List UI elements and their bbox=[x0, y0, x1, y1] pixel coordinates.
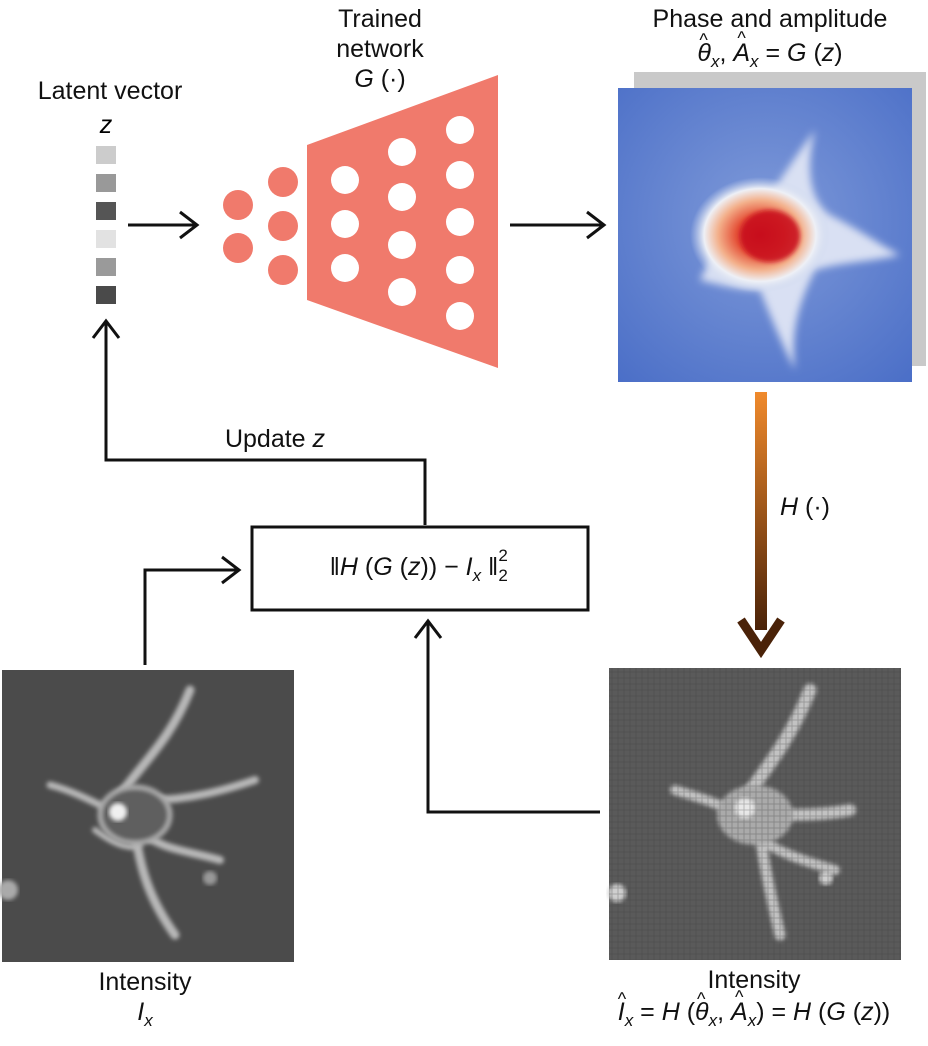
a-hat: A^ bbox=[733, 28, 751, 67]
network-neurons bbox=[331, 116, 474, 330]
forward-operator-name: H bbox=[780, 493, 799, 521]
measured-intensity-title: Intensity bbox=[98, 968, 192, 996]
arrow-estimated-to-loss bbox=[413, 618, 600, 814]
network-title-line2: network bbox=[336, 35, 424, 63]
phase-equation: θ^x, A^x = G (z) bbox=[697, 28, 843, 71]
input-node bbox=[268, 167, 298, 197]
loss-i: I bbox=[465, 553, 473, 581]
forward-operator-arg: (·) bbox=[798, 493, 830, 521]
estimated-intensity-image bbox=[608, 668, 901, 960]
phase-title: Phase and amplitude θ^x, A^x = G (z) bbox=[600, 4, 928, 77]
network-title-line1: Trained bbox=[338, 5, 422, 33]
forward-model-arrow bbox=[737, 392, 785, 659]
arrow-network-to-phase bbox=[510, 210, 607, 240]
network-trapezoid bbox=[307, 75, 498, 368]
latent-cell bbox=[96, 146, 116, 164]
measured-intensity-caption: Intensity Ix bbox=[40, 967, 250, 1036]
latent-cell bbox=[96, 202, 116, 220]
input-node bbox=[223, 190, 253, 220]
update-label: Update z bbox=[190, 424, 360, 454]
theta-sub: x bbox=[710, 52, 720, 71]
arrow-measured-to-loss bbox=[143, 555, 242, 665]
input-node bbox=[268, 255, 298, 285]
update-var: z bbox=[312, 425, 326, 453]
loss-g: G bbox=[373, 553, 393, 581]
loss-h: H bbox=[339, 553, 358, 581]
update-feedback-path bbox=[91, 318, 427, 525]
network-title: Trained network G (·) bbox=[300, 4, 460, 94]
latent-cell bbox=[96, 286, 116, 304]
norm-order: 2 bbox=[498, 566, 508, 585]
input-node bbox=[268, 211, 298, 241]
forward-operator-label: H (·) bbox=[770, 492, 840, 522]
estimated-intensity-title: Intensity bbox=[707, 966, 801, 994]
arrow-latent-to-network bbox=[128, 210, 200, 240]
network-symbol: G (·) bbox=[300, 64, 460, 94]
network-function-name: G bbox=[354, 65, 374, 93]
loss-z: z bbox=[408, 553, 421, 581]
latent-vector bbox=[96, 146, 116, 304]
loss-i-sub: x bbox=[472, 566, 482, 585]
a-sub: x bbox=[750, 52, 759, 71]
latent-cell bbox=[96, 258, 116, 276]
network-function-arg: (·) bbox=[373, 65, 406, 93]
phase-z: z bbox=[821, 39, 835, 67]
input-node bbox=[223, 233, 253, 263]
estimated-intensity-caption: Intensity I^x = H (θ^x, A^x) = H (G (z)) bbox=[580, 965, 928, 1036]
norm-power: 2 bbox=[498, 546, 508, 565]
phase-amplitude-image bbox=[618, 72, 926, 382]
network-generator bbox=[223, 75, 498, 368]
latent-cell bbox=[96, 230, 116, 248]
loss-box bbox=[250, 525, 590, 612]
latent-vector-title: Latent vector bbox=[37, 77, 183, 105]
measured-intensity-symbol: Ix bbox=[137, 998, 153, 1030]
latent-var-label: z bbox=[99, 111, 113, 139]
phase-g: G bbox=[787, 39, 807, 67]
latent-cell bbox=[96, 174, 116, 192]
measured-intensity-image bbox=[0, 670, 294, 962]
phase-title-text: Phase and amplitude bbox=[652, 5, 888, 33]
estimated-intensity-equation: I^x = H (θ^x, A^x) = H (G (z)) bbox=[617, 987, 891, 1030]
theta-hat: θ^ bbox=[697, 30, 711, 67]
update-label-text: Update bbox=[224, 425, 313, 453]
